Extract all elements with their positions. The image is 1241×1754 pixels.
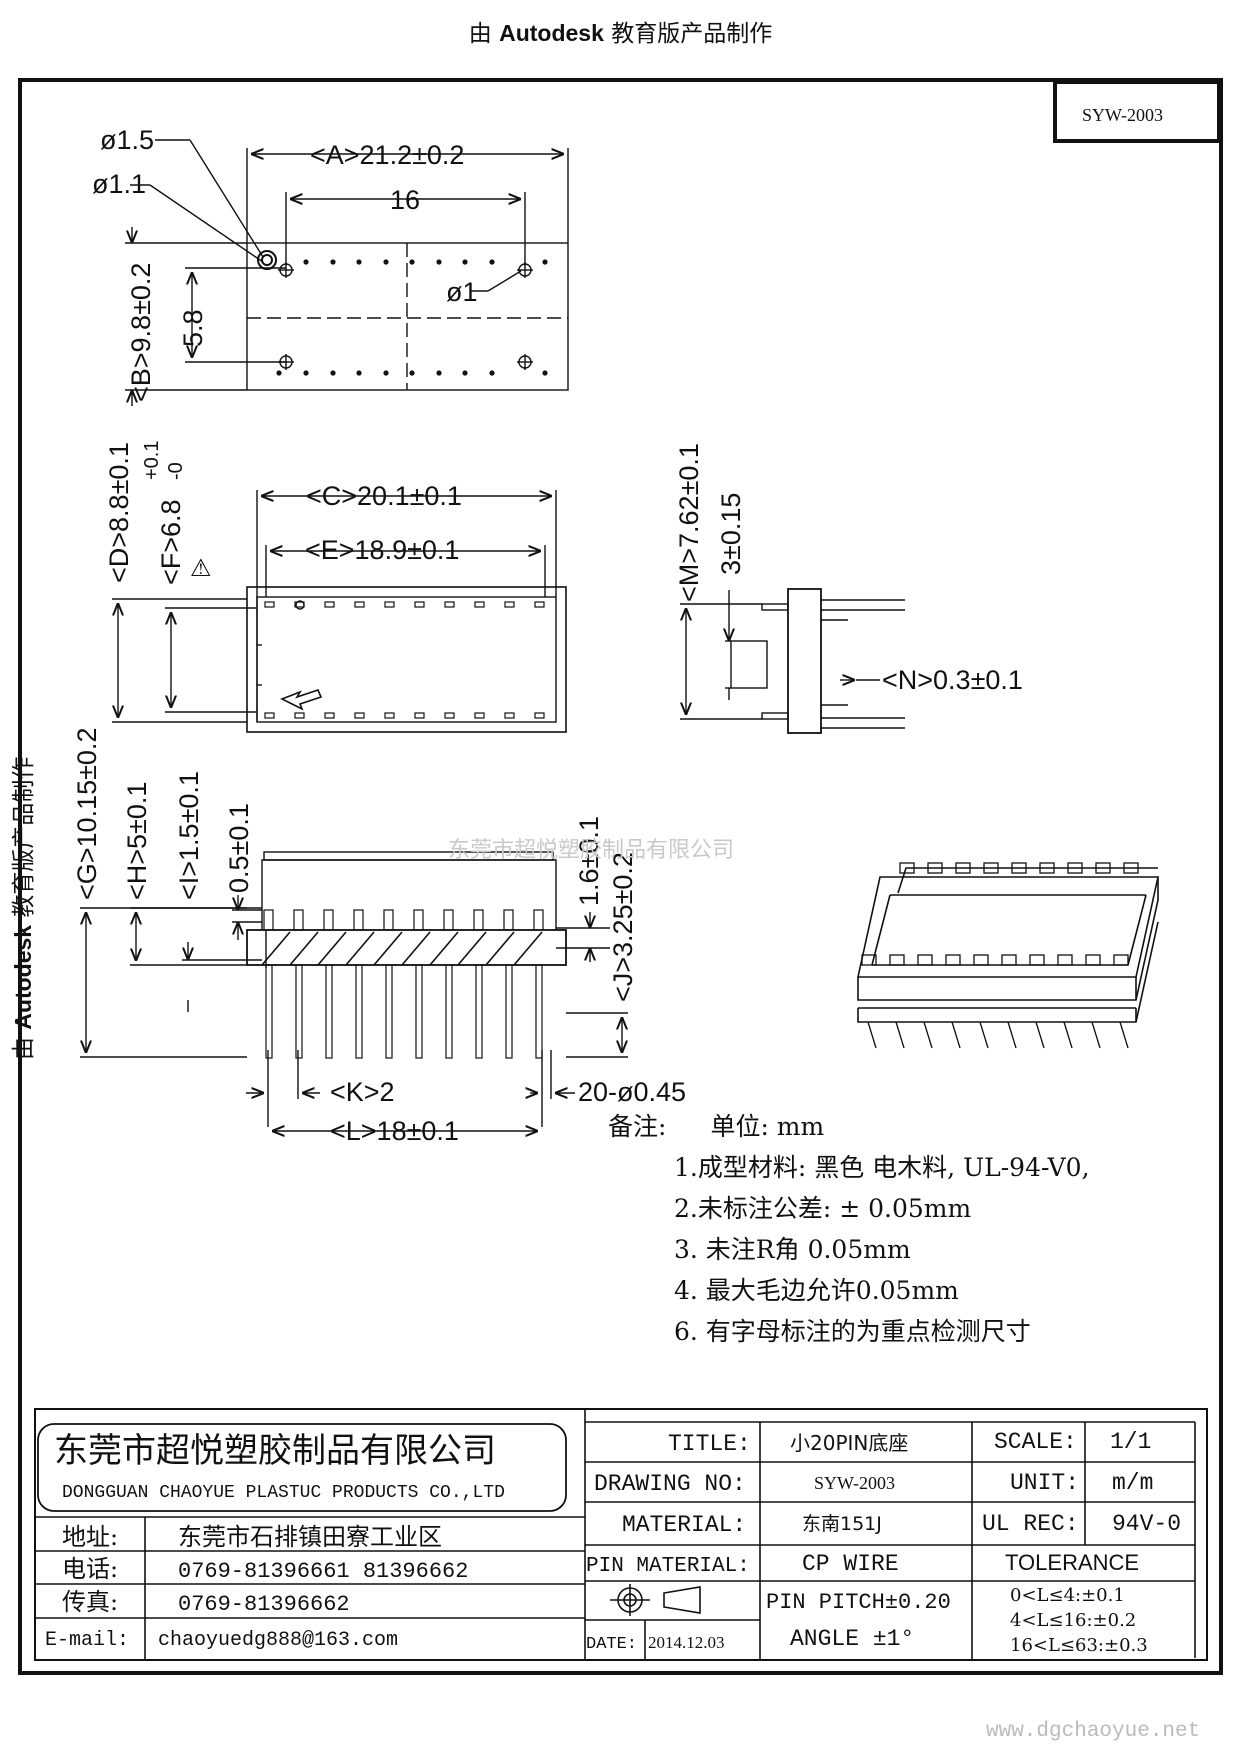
- contact-phone-value: 0769-81396661 81396662: [178, 1559, 468, 1584]
- company-watermark: 东莞市超悦塑胶制品有限公司: [448, 838, 735, 863]
- ulrec-value: 94V-0: [1112, 1511, 1181, 1537]
- pin-material-value: CP WIRE: [802, 1551, 899, 1577]
- date-value: 2014.12.03: [648, 1633, 725, 1652]
- dim-dia-1.5: ø1.5: [100, 125, 154, 155]
- dim-F-minus: -0: [165, 462, 187, 480]
- dim-J: <J>3.25±0.2: [608, 852, 638, 1002]
- contact-email-value: chaoyuedg888@163.com: [158, 1629, 398, 1652]
- note-3: 3. 未注R角 0.05mm: [674, 1235, 911, 1264]
- date-label: DATE:: [586, 1635, 637, 1654]
- side-view: [680, 588, 905, 734]
- dim-B: <B>9.8±0.2: [126, 263, 156, 402]
- company-name-en: DONGGUAN CHAOYUE PLASTUC PRODUCTS CO.,LT…: [62, 1483, 505, 1503]
- dim-16: 16: [390, 185, 420, 215]
- bottom-view-pads: [264, 601, 545, 719]
- contact-fax-value: 0769-81396662: [178, 1592, 350, 1617]
- autodesk-banner: 由 Autodesk 教育版产品制作: [468, 20, 773, 47]
- bottom-view: [112, 490, 567, 733]
- isometric-view: [857, 867, 1159, 1023]
- top-view-pin-dots: [276, 259, 548, 376]
- scale-value: 1/1: [1110, 1429, 1151, 1455]
- dim-D: <D>8.8±0.1: [104, 442, 134, 583]
- contact-fax-label: 传真:: [62, 1588, 118, 1616]
- dim-A: <A>21.2±0.2: [310, 140, 464, 170]
- top-view: [125, 139, 569, 406]
- angle-tolerance: ANGLE ±1°: [790, 1626, 914, 1652]
- dim-L: <L>18±0.1: [330, 1116, 459, 1146]
- dim-pins: 20-ø0.45: [578, 1077, 686, 1107]
- note-1: 1.成型材料: 黑色 电木料, UL-94-V0,: [674, 1153, 1090, 1182]
- dim-F-plus: +0.1: [141, 441, 163, 480]
- dim-N: <N>0.3±0.1: [882, 665, 1023, 695]
- front-view-pins: [263, 909, 544, 1059]
- drawing-notes: 备注: 单位: mm 1.成型材料: 黑色 电木料, UL-94-V0, 2.未标…: [608, 1112, 1090, 1352]
- ulrec-label: UL REC:: [982, 1511, 1079, 1537]
- dim-1.6: 1.6±0.1: [574, 816, 604, 906]
- dim-0.5: 0.5±0.1: [224, 803, 254, 893]
- note-4: 4. 最大毛边允许0.05mm: [674, 1276, 959, 1305]
- tolerance-label: TOLERANCE: [1005, 1550, 1139, 1575]
- title-block-grid: [34, 1408, 1208, 1661]
- front-view: [80, 851, 628, 1131]
- notes-header: 备注: 单位: mm: [608, 1106, 1090, 1147]
- dim-E: <E>18.9±0.1: [305, 535, 459, 565]
- warning-triangle-icon: ⚠: [190, 555, 212, 582]
- company-name-cn: 东莞市超悦塑胶制品有限公司: [54, 1431, 496, 1471]
- dim-5.8: 5.8: [178, 309, 208, 347]
- pin-material-label: PIN MATERIAL:: [586, 1555, 750, 1578]
- drawing-no-label: DRAWING NO:: [594, 1471, 746, 1497]
- dim-C: <C>20.1±0.1: [306, 481, 462, 511]
- notes-unit: 单位: mm: [710, 1112, 825, 1141]
- title-label: TITLE:: [668, 1431, 751, 1457]
- sheet-border: [18, 78, 1223, 1675]
- contact-phone-label: 电话:: [62, 1555, 118, 1583]
- drawing-no-value: SYW-2003: [814, 1473, 895, 1493]
- tolerance-range-2: 4<L≤16:±0.2: [1010, 1610, 1136, 1631]
- contact-email-label: E-mail:: [45, 1629, 129, 1652]
- code-box: [1053, 80, 1221, 143]
- contact-address-value: 东莞市石排镇田寮工业区: [178, 1523, 442, 1551]
- dim-H: <H>5±0.1: [122, 782, 152, 900]
- tolerance-range-1: 0<L≤4:±0.1: [1010, 1585, 1125, 1606]
- note-6: 6. 有字母标注的为重点检测尺寸: [674, 1317, 1031, 1346]
- dim-dia-1.1: ø1.1: [92, 169, 146, 199]
- title-value: 小20PIN底座: [790, 1431, 908, 1455]
- tolerance-range-3: 16<L≤63:±0.3: [1010, 1635, 1148, 1656]
- pin-pitch: PIN PITCH±0.20: [766, 1590, 951, 1615]
- dim-M: <M>7.62±0.1: [674, 443, 704, 602]
- material-value: 东南151J: [802, 1513, 882, 1535]
- unit-label: UNIT:: [1010, 1470, 1079, 1496]
- dim-dia-1: ø1: [446, 277, 478, 307]
- isometric-pins: [861, 862, 1139, 1049]
- dim-3: 3±0.15: [716, 493, 746, 575]
- dim-K: <K>2: [330, 1077, 395, 1107]
- note-2: 2.未标注公差: ± 0.05mm: [674, 1194, 972, 1223]
- dim-G: <G>10.15±0.2: [72, 728, 102, 900]
- material-label: MATERIAL:: [622, 1512, 746, 1538]
- dim-I: <I>1.5±0.1: [174, 771, 204, 900]
- unit-value: m/m: [1112, 1470, 1153, 1496]
- drawing-code: SYW-2003: [1082, 105, 1163, 125]
- website-watermark: www.dgchaoyue.net: [986, 1720, 1201, 1743]
- scale-label: SCALE:: [994, 1429, 1077, 1455]
- dim-F: <F>6.8: [156, 499, 186, 585]
- contact-address-label: 地址:: [62, 1523, 118, 1551]
- notes-label: 备注:: [608, 1112, 667, 1141]
